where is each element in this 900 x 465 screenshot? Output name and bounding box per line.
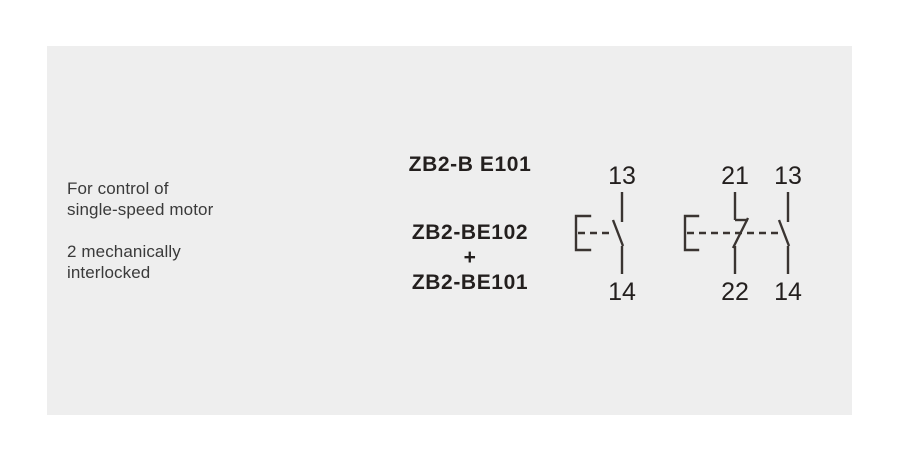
description-line: interlocked: [67, 263, 151, 282]
diagram-single-no-contact: 13 14: [574, 162, 636, 306]
terminal-label-13: 13: [774, 162, 802, 190]
part-number-combination: ZB2-BE102 + ZB2-BE101: [380, 220, 560, 295]
part-number-primary: ZB2-B E101: [408, 153, 532, 176]
content-panel: For control of single-speed motor 2 mech…: [47, 46, 852, 415]
description-text: For control of single-speed motor 2 mech…: [67, 178, 297, 283]
part-number-line: ZB2-BE102: [411, 221, 529, 244]
actuator-bracket-icon: [683, 214, 700, 252]
description-paragraph: For control of single-speed motor: [67, 178, 297, 220]
part-number-line: ZB2-BE101: [411, 271, 529, 294]
contact-blade-no: [777, 219, 791, 247]
part-number-plus: +: [463, 246, 477, 269]
description-line: 2 mechanically: [67, 242, 181, 261]
description-line: single-speed motor: [67, 200, 214, 219]
terminal-label-13: 13: [608, 162, 636, 190]
terminal-label-14: 14: [774, 278, 802, 306]
description-line: For control of: [67, 179, 169, 198]
description-paragraph: 2 mechanically interlocked: [67, 241, 297, 283]
terminal-label-21: 21: [721, 162, 749, 190]
contact-blade-no: [611, 219, 625, 247]
diagram-nc-plus-no-contact: 21 13 22 14: [683, 162, 802, 306]
contact-blade-nc: [731, 217, 750, 249]
part-number-block: ZB2-B E101 ZB2-BE102 + ZB2-BE101: [380, 152, 560, 295]
terminal-label-22: 22: [721, 278, 749, 306]
terminal-label-14: 14: [608, 278, 636, 306]
contact-symbol-diagrams: 13 14 21 13: [560, 150, 840, 310]
actuator-bracket-icon: [574, 214, 592, 252]
